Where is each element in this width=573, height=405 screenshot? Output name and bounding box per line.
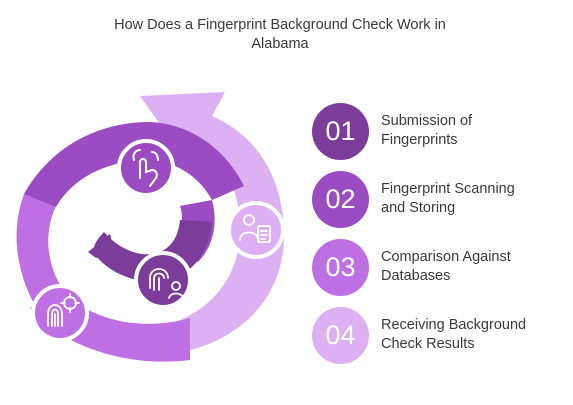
step-label-line-2: Databases	[381, 268, 451, 284]
title-line-2: Alabama	[251, 36, 309, 52]
left-arc-medium	[16, 194, 66, 314]
step-label-line-1: Fingerprint Scanning	[381, 181, 515, 197]
step-number-badge: 04	[312, 306, 369, 364]
step-label-line-1: Submission of	[381, 113, 473, 129]
right-badge	[227, 201, 285, 259]
step-label: Comparison Against Databases	[381, 248, 561, 286]
center-badge	[134, 251, 192, 309]
fingerprint-user-icon	[149, 268, 184, 299]
step-4: 04 Receiving Background Check Results	[312, 301, 561, 369]
hand-touch-icon	[132, 149, 159, 187]
title-line-1: How Does a Fingerprint Background Check …	[114, 17, 446, 33]
left-badge	[31, 284, 89, 342]
user-document-icon	[239, 214, 271, 243]
top-badge	[117, 139, 175, 197]
step-number: 04	[325, 319, 356, 350]
step-3: 03 Comparison Against Databases	[312, 233, 561, 301]
step-number-badge: 02	[312, 170, 369, 228]
fingerprint-scan-icon	[47, 293, 80, 327]
step-number: 02	[325, 183, 356, 214]
step-label-line-2: and Storing	[381, 200, 456, 216]
inner-hook-cap	[88, 234, 112, 258]
outer-arc-light	[140, 92, 285, 352]
steps-list: 01 Submission of Fingerprints 02 Fingerp…	[312, 97, 561, 369]
step-1: 01 Submission of Fingerprints	[312, 97, 561, 165]
step-label-line-1: Comparison Against	[381, 249, 511, 265]
step-2: 02 Fingerprint Scanning and Storing	[312, 165, 561, 233]
step-label: Submission of Fingerprints	[381, 112, 561, 150]
step-number: 01	[325, 115, 356, 146]
step-number: 03	[325, 251, 356, 282]
step-label: Fingerprint Scanning and Storing	[381, 180, 561, 218]
page-title: How Does a Fingerprint Background Check …	[60, 16, 500, 54]
top-arc-dark	[24, 122, 244, 207]
step-label-line-2: Check Results	[381, 336, 475, 352]
step-label: Receiving Background Check Results	[381, 316, 561, 354]
step-number-badge: 01	[312, 102, 369, 160]
step-number-badge: 03	[312, 238, 369, 296]
step-label-line-2: Fingerprints	[381, 132, 458, 148]
step-label-line-1: Receiving Background	[381, 317, 527, 333]
